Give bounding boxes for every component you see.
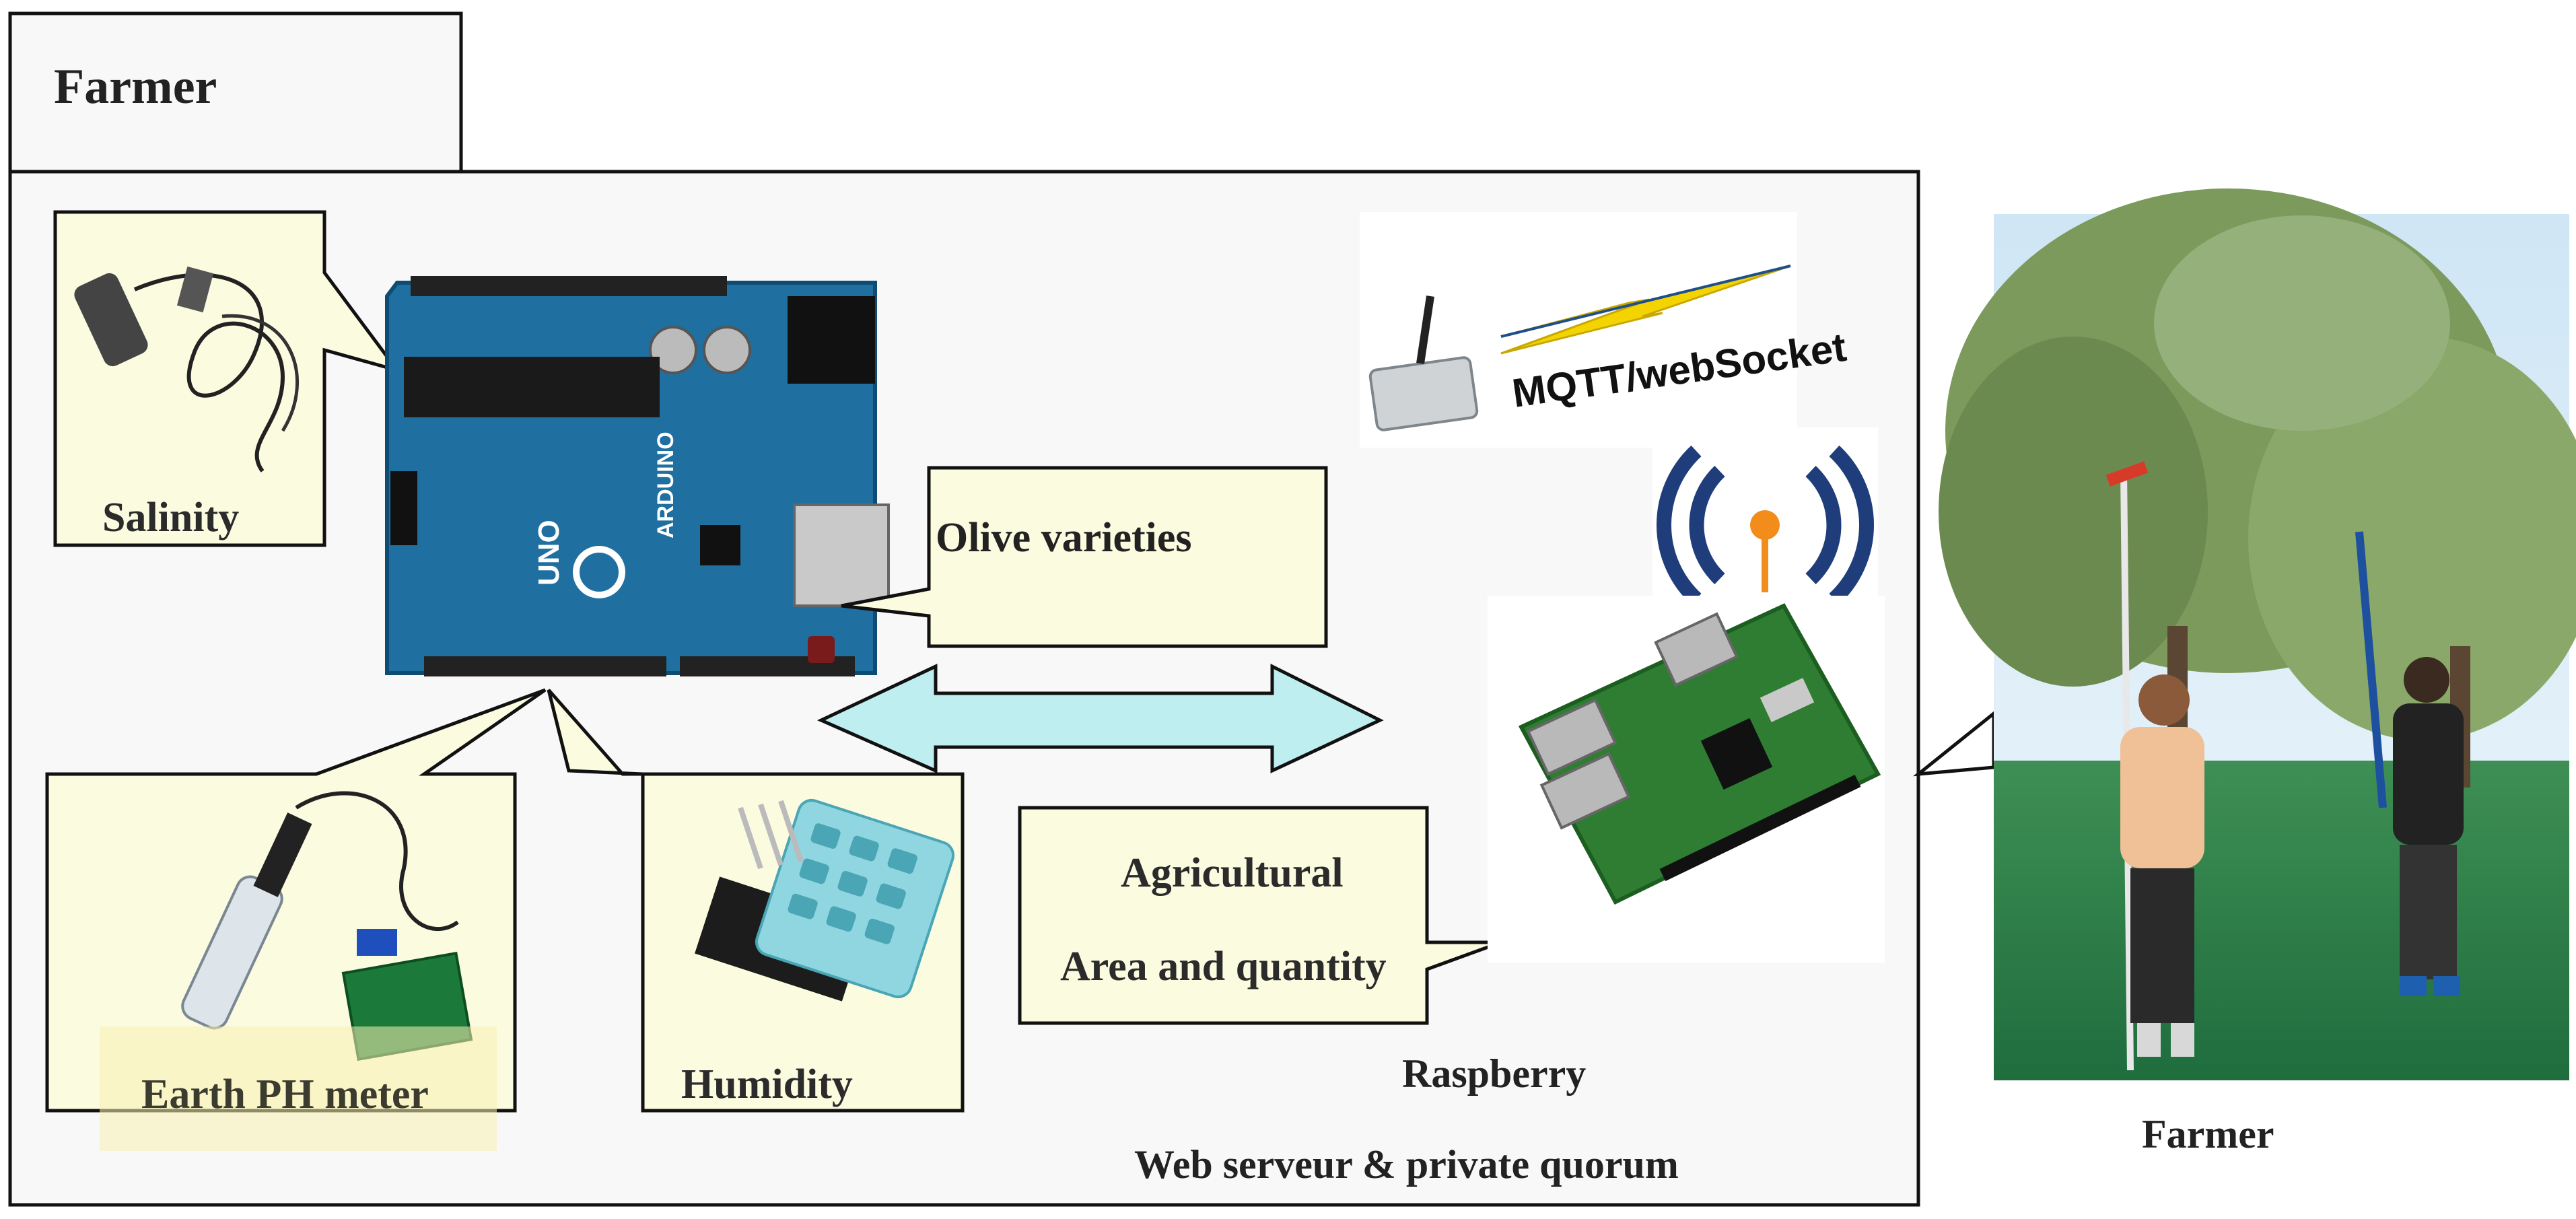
ph-meter-callout <box>45 688 547 1151</box>
gateway-device-image <box>1368 295 1479 431</box>
agricultural-label-line2: Area and quantity <box>1060 944 1387 989</box>
raspberry-pi-board <box>1488 596 1885 963</box>
olive-varieties-label: Olive varieties <box>936 515 1192 561</box>
lightning-icon <box>1500 265 1791 355</box>
humidity-callout <box>547 689 965 1113</box>
farmer-figure-left <box>2105 461 2204 1071</box>
farmer-figure-right <box>2355 531 2464 996</box>
farmer-photo <box>1912 188 2576 1080</box>
raspberry-label: Raspberry <box>1402 1051 1587 1096</box>
salinity-label: Salinity <box>102 495 240 541</box>
ph-label-highlight <box>100 1026 497 1151</box>
agricultural-label-line1: Agricultural <box>1121 850 1344 896</box>
humidity-sensor-image <box>695 798 955 1002</box>
mqtt-panel: MQTT/webSocket <box>1360 212 1849 448</box>
ph-meter-label: Earth PH meter <box>141 1072 429 1117</box>
agricultural-callout <box>1018 806 1502 1025</box>
arduino-board: UNO ARDUINO <box>385 276 890 676</box>
header-title: Farmer <box>54 59 217 114</box>
humidity-label: Humidity <box>681 1061 853 1107</box>
double-arrow <box>816 663 1384 773</box>
farmer-photo-caption: Farmer <box>2142 1112 2274 1156</box>
web-server-caption: Web serveur & private quorum <box>1134 1142 1679 1187</box>
olive-varieties-callout <box>841 466 1328 648</box>
salinity-sensor-image <box>74 266 299 473</box>
arduino-model-text: UNO <box>532 520 565 586</box>
salinity-callout <box>53 210 402 547</box>
arduino-brand-text: ARDUINO <box>653 431 678 538</box>
